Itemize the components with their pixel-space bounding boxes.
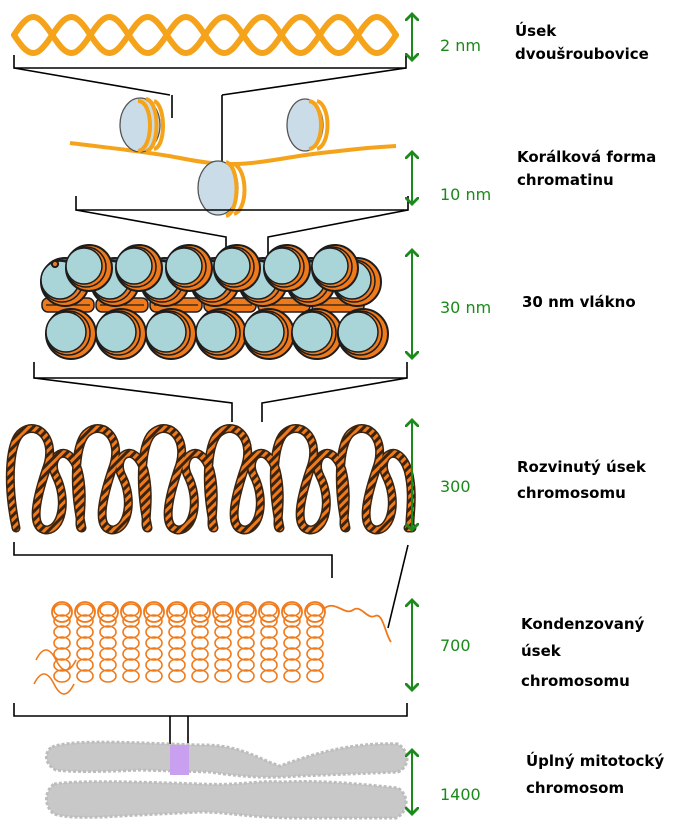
bracket-5 <box>14 703 407 716</box>
bracket-1 <box>14 55 406 68</box>
coil-loop <box>169 604 185 682</box>
size-label-4: 300 <box>440 477 471 496</box>
chromatid-lower <box>47 781 407 818</box>
size-label-5: 700 <box>440 636 471 655</box>
chromatid-upper <box>46 742 407 777</box>
nucleosome-30nm <box>196 309 246 359</box>
nucleosome <box>287 99 328 151</box>
nucleosome-30nm <box>244 309 294 359</box>
mitotic-chromosome <box>46 742 407 818</box>
nucleosome <box>198 161 245 216</box>
coil-loop <box>215 604 231 682</box>
coil-loop <box>100 604 116 682</box>
nucleosome-30nm <box>116 245 162 291</box>
nucleosome-30nm <box>214 245 260 291</box>
connector-3 <box>34 378 407 422</box>
connector-1 <box>14 68 406 95</box>
nucleosome-30nm <box>96 309 146 359</box>
condensed-coils <box>34 602 391 694</box>
nucleosome-30nm <box>146 309 196 359</box>
bracket-4 <box>14 542 332 578</box>
size-label-2: 10 nm <box>440 185 491 204</box>
connector-5 <box>170 716 188 745</box>
connector-4 <box>388 545 408 628</box>
size-label-1: 2 nm <box>440 36 481 55</box>
nucleosome-30nm <box>66 245 112 291</box>
coil-tail <box>325 606 391 642</box>
coil-loop <box>284 604 300 682</box>
coil-loop <box>238 604 254 682</box>
level-label-5: Kondenzovaný úsek chromosomu <box>521 615 650 690</box>
nucleosome-30nm <box>46 309 96 359</box>
highlighted-region <box>170 745 189 775</box>
extended-loops <box>10 428 412 530</box>
coil-loop <box>307 604 323 682</box>
nucleosome <box>120 98 163 152</box>
coil-loop <box>77 604 93 682</box>
linker-dna <box>70 143 396 164</box>
bracket-3 <box>34 362 407 378</box>
coil-loop <box>192 604 208 682</box>
nucleosome-30nm <box>312 245 358 291</box>
size-label-3: 30 nm <box>440 298 491 317</box>
coil-loop <box>146 604 162 682</box>
solenoid-30nm-fiber <box>41 245 388 359</box>
nucleosome-30nm <box>52 261 58 267</box>
size-label-6: 1400 <box>440 785 481 804</box>
level-label-6: Úplný mitotocký chromosom <box>526 751 669 797</box>
nucleosome-30nm <box>338 309 388 359</box>
coil-loop <box>261 604 277 682</box>
nucleosome-30nm <box>166 245 212 291</box>
coil-loop <box>123 604 139 682</box>
level-label-1: Úsek dvoušroubovice <box>515 21 649 63</box>
level-label-4: Rozvinutý úsek chromosomu <box>517 458 651 502</box>
nucleosome-30nm <box>264 245 310 291</box>
nucleosome-30nm <box>292 309 342 359</box>
beads-on-string <box>70 95 396 216</box>
dna-double-helix <box>14 17 396 53</box>
level-label-3: 30 nm vlákno <box>522 293 636 311</box>
level-label-2: Korálková forma chromatinu <box>517 148 662 189</box>
